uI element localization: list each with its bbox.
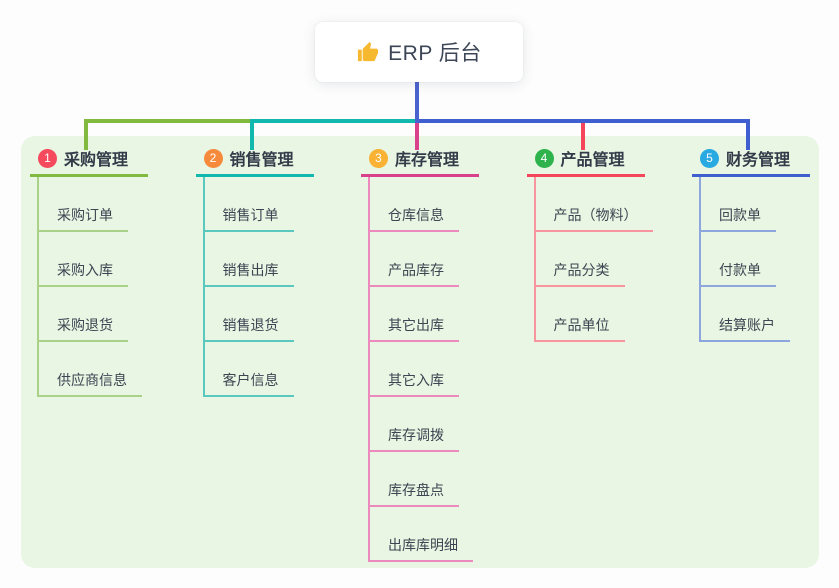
branch-connector-drop <box>84 119 88 150</box>
branch-connector-horizontal <box>84 119 254 123</box>
branch-node[interactable]: 3 库存管理 <box>361 136 479 177</box>
branch-label: 销售管理 <box>229 152 294 169</box>
child-node[interactable]: 客户信息 <box>202 370 294 397</box>
branch-label: 产品管理 <box>560 152 625 169</box>
branch-connector-drop <box>415 119 419 150</box>
children-list: 销售订单销售出库销售退货客户信息 <box>196 177 358 397</box>
branch-node[interactable]: 5 财务管理 <box>692 136 810 177</box>
child-node[interactable]: 结算账户 <box>699 315 790 342</box>
branch-label: 采购管理 <box>64 152 129 169</box>
child-node[interactable]: 回款单 <box>699 205 776 232</box>
child-row: 结算账户 <box>692 287 839 342</box>
child-row: 库存盘点 <box>361 452 523 507</box>
branch-connector-drop <box>746 119 750 150</box>
child-node[interactable]: 销售订单 <box>202 205 294 232</box>
child-node[interactable]: 库存盘点 <box>368 480 459 507</box>
branch-column: 2 销售管理销售订单销售出库销售退货客户信息 <box>195 136 358 397</box>
child-node[interactable]: 付款单 <box>699 260 776 287</box>
branch-column: 3 库存管理仓库信息产品库存其它出库其它入库库存调拨库存盘点出库库明细 <box>361 136 523 562</box>
child-row: 回款单 <box>692 177 839 232</box>
thumbs-up-icon <box>356 41 379 64</box>
child-row: 销售出库 <box>196 232 358 287</box>
child-row: 产品分类 <box>527 232 689 287</box>
child-row: 产品单位 <box>527 287 689 342</box>
child-node[interactable]: 库存调拨 <box>368 425 459 452</box>
child-connector-line <box>37 177 39 397</box>
branch-label: 财务管理 <box>726 152 791 169</box>
child-row: 其它出库 <box>361 287 523 342</box>
child-row: 产品（物料） <box>527 177 689 232</box>
branch-connector-horizontal <box>415 119 750 123</box>
child-connector-line <box>368 177 370 562</box>
children-list: 仓库信息产品库存其它出库其它入库库存调拨库存盘点出库库明细 <box>361 177 523 562</box>
child-row: 供应商信息 <box>30 342 192 397</box>
child-row: 采购退货 <box>30 287 192 342</box>
child-node[interactable]: 其它出库 <box>368 315 459 342</box>
children-list: 回款单付款单结算账户 <box>692 177 839 342</box>
root-node[interactable]: ERP 后台 <box>315 22 523 82</box>
child-node[interactable]: 出库库明细 <box>368 535 473 562</box>
child-connector-line <box>202 177 205 397</box>
child-node[interactable]: 仓库信息 <box>368 205 459 232</box>
branch-node[interactable]: 4 产品管理 <box>526 136 645 177</box>
root-node-label: ERP 后台 <box>388 42 482 65</box>
child-node[interactable]: 供应商信息 <box>37 370 142 397</box>
child-row: 采购订单 <box>30 177 192 232</box>
branch-number-badge: 2 <box>203 148 223 168</box>
child-row: 库存调拨 <box>361 397 523 452</box>
branch-connector-drop <box>249 119 254 150</box>
child-connector-line <box>533 177 536 342</box>
branches-panel <box>21 136 819 568</box>
child-node[interactable]: 产品单位 <box>533 315 625 342</box>
branch-connector-horizontal <box>249 119 419 123</box>
child-row: 付款单 <box>692 232 839 287</box>
child-row: 出库库明细 <box>361 507 523 562</box>
child-row: 销售订单 <box>196 177 358 232</box>
branch-number-badge: 4 <box>534 148 554 168</box>
child-node[interactable]: 销售退货 <box>202 315 294 342</box>
branch-number-badge: 1 <box>38 148 57 168</box>
branch-node[interactable]: 1 采购管理 <box>30 136 148 177</box>
branch-column: 1 采购管理采购订单采购入库采购退货供应商信息 <box>30 136 192 397</box>
child-node[interactable]: 产品（物料） <box>533 205 653 232</box>
child-row: 产品库存 <box>361 232 523 287</box>
branch-number-badge: 3 <box>369 148 388 168</box>
child-row: 采购入库 <box>30 232 192 287</box>
branch-number-badge: 5 <box>700 148 719 168</box>
child-node[interactable]: 采购订单 <box>37 205 128 232</box>
children-list: 产品（物料） 产品分类产品单位 <box>527 177 689 342</box>
branch-node[interactable]: 2 销售管理 <box>195 136 314 177</box>
child-node[interactable]: 采购入库 <box>37 260 128 287</box>
child-node[interactable]: 产品分类 <box>533 260 625 287</box>
child-node[interactable]: 销售出库 <box>202 260 294 287</box>
branch-connector-drop <box>580 119 585 150</box>
child-node[interactable]: 其它入库 <box>368 370 459 397</box>
children-list: 采购订单采购入库采购退货供应商信息 <box>30 177 192 397</box>
branch-label: 库存管理 <box>395 152 460 169</box>
root-trunk-line <box>415 81 419 123</box>
child-row: 其它入库 <box>361 342 523 397</box>
child-node[interactable]: 产品库存 <box>368 260 459 287</box>
child-node[interactable]: 采购退货 <box>37 315 128 342</box>
branch-column: 4 产品管理产品（物料） 产品分类产品单位 <box>526 136 689 342</box>
branch-column: 5 财务管理回款单付款单结算账户 <box>692 136 839 342</box>
child-row: 仓库信息 <box>361 177 523 232</box>
child-connector-line <box>699 177 701 342</box>
child-row: 销售退货 <box>196 287 358 342</box>
child-row: 客户信息 <box>196 342 358 397</box>
